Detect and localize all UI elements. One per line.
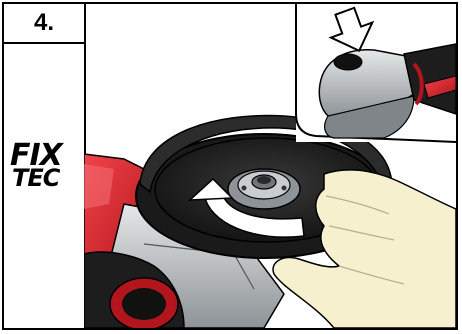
step-sidebar: 4. FIX TEC — [4, 4, 86, 328]
step-number: 4. — [34, 9, 54, 37]
instruction-panel: 4. FIX TEC — [2, 2, 458, 330]
brand-line-2: TEC — [10, 169, 80, 189]
step-number-box: 4. — [4, 4, 84, 44]
angle-grinder-illustration — [84, 4, 456, 328]
inset-detail — [296, 4, 456, 142]
fixtec-logo: FIX TEC — [10, 144, 80, 188]
